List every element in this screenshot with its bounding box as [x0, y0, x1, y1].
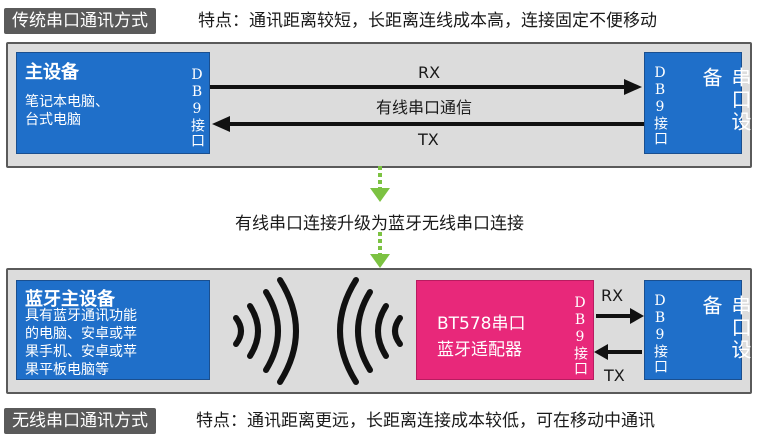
adapter-tx-label: TX — [604, 366, 625, 385]
upgrade-text: 有线串口连接升级为蓝牙无线串口连接 — [235, 214, 524, 234]
bluetooth-host-line: 的电脑、安卓或苹 — [25, 326, 137, 342]
host-device-line: 台式电脑 — [25, 112, 81, 128]
bluetooth-host-line: 果平板电脑等 — [25, 362, 109, 378]
adapter-db9-port-label: DB9接口 — [572, 295, 588, 376]
wireless-serial-device-box: DB9接口 串口设备 — [644, 280, 752, 380]
down-arrow-icon — [370, 232, 390, 268]
bluetooth-host-line: 果手机、安卓或苹 — [25, 344, 137, 360]
wireless-mode-tag: 无线串口通讯方式 — [4, 408, 156, 434]
down-arrow-icon — [370, 166, 390, 202]
wired-mode-tag: 传统串口通讯方式 — [4, 8, 156, 34]
serial-device-name: 串口设备 — [699, 67, 752, 133]
wired-link-arrows — [210, 79, 644, 132]
adapter-rx-label: RX — [601, 286, 624, 305]
host-db9-port-label: DB9接口 — [189, 67, 205, 148]
host-device-line: 笔记本电脑、 — [25, 94, 109, 110]
wireless-device-db9-port-label: DB9接口 — [652, 293, 668, 374]
serial-device-box: DB9接口 串口设备 — [644, 52, 752, 154]
bluetooth-host-desc: 具有蓝牙通讯功能 的电脑、安卓或苹 果手机、安卓或苹 果平板电脑等 — [25, 307, 137, 379]
rx-label: RX — [418, 63, 441, 82]
wired-mode-description: 特点：通讯距离较短，长距离连线成本高，连接固定不便移动 — [198, 11, 657, 31]
adapter-link-arrows — [594, 308, 644, 360]
wireless-serial-device-name: 串口设备 — [699, 295, 752, 361]
wired-link-label: 有线串口通信 — [376, 98, 473, 117]
bluetooth-host-line: 具有蓝牙通讯功能 — [25, 308, 137, 324]
bt578-adapter-box: BT578串口 蓝牙适配器 DB9接口 — [416, 280, 594, 380]
adapter-model: BT578串口 — [437, 314, 526, 334]
host-device-box: 主设备 笔记本电脑、 台式电脑 DB9接口 — [16, 52, 210, 154]
host-device-title: 主设备 — [25, 62, 79, 83]
wireless-wave-icon — [233, 277, 403, 385]
arrow-right-icon — [210, 79, 642, 95]
tx-label: TX — [418, 130, 439, 149]
device-db9-port-label: DB9接口 — [652, 65, 668, 146]
arrow-left-icon — [594, 344, 642, 360]
arrow-left-icon — [212, 116, 644, 132]
host-device-desc: 笔记本电脑、 台式电脑 — [25, 93, 109, 129]
adapter-name: 蓝牙适配器 — [437, 340, 522, 360]
arrow-right-icon — [596, 308, 644, 324]
wireless-panel: 蓝牙主设备 具有蓝牙通讯功能 的电脑、安卓或苹 果手机、安卓或苹 果平板电脑等 … — [6, 268, 752, 394]
wired-panel: 主设备 笔记本电脑、 台式电脑 DB9接口 RX 有线串口通信 TX DB9接口… — [6, 42, 752, 168]
bluetooth-host-box: 蓝牙主设备 具有蓝牙通讯功能 的电脑、安卓或苹 果手机、安卓或苹 果平板电脑等 — [16, 280, 210, 380]
wireless-mode-description: 特点：通讯距离更远，长距离连接成本较低，可在移动中通讯 — [196, 411, 655, 431]
bluetooth-host-title: 蓝牙主设备 — [25, 289, 115, 310]
